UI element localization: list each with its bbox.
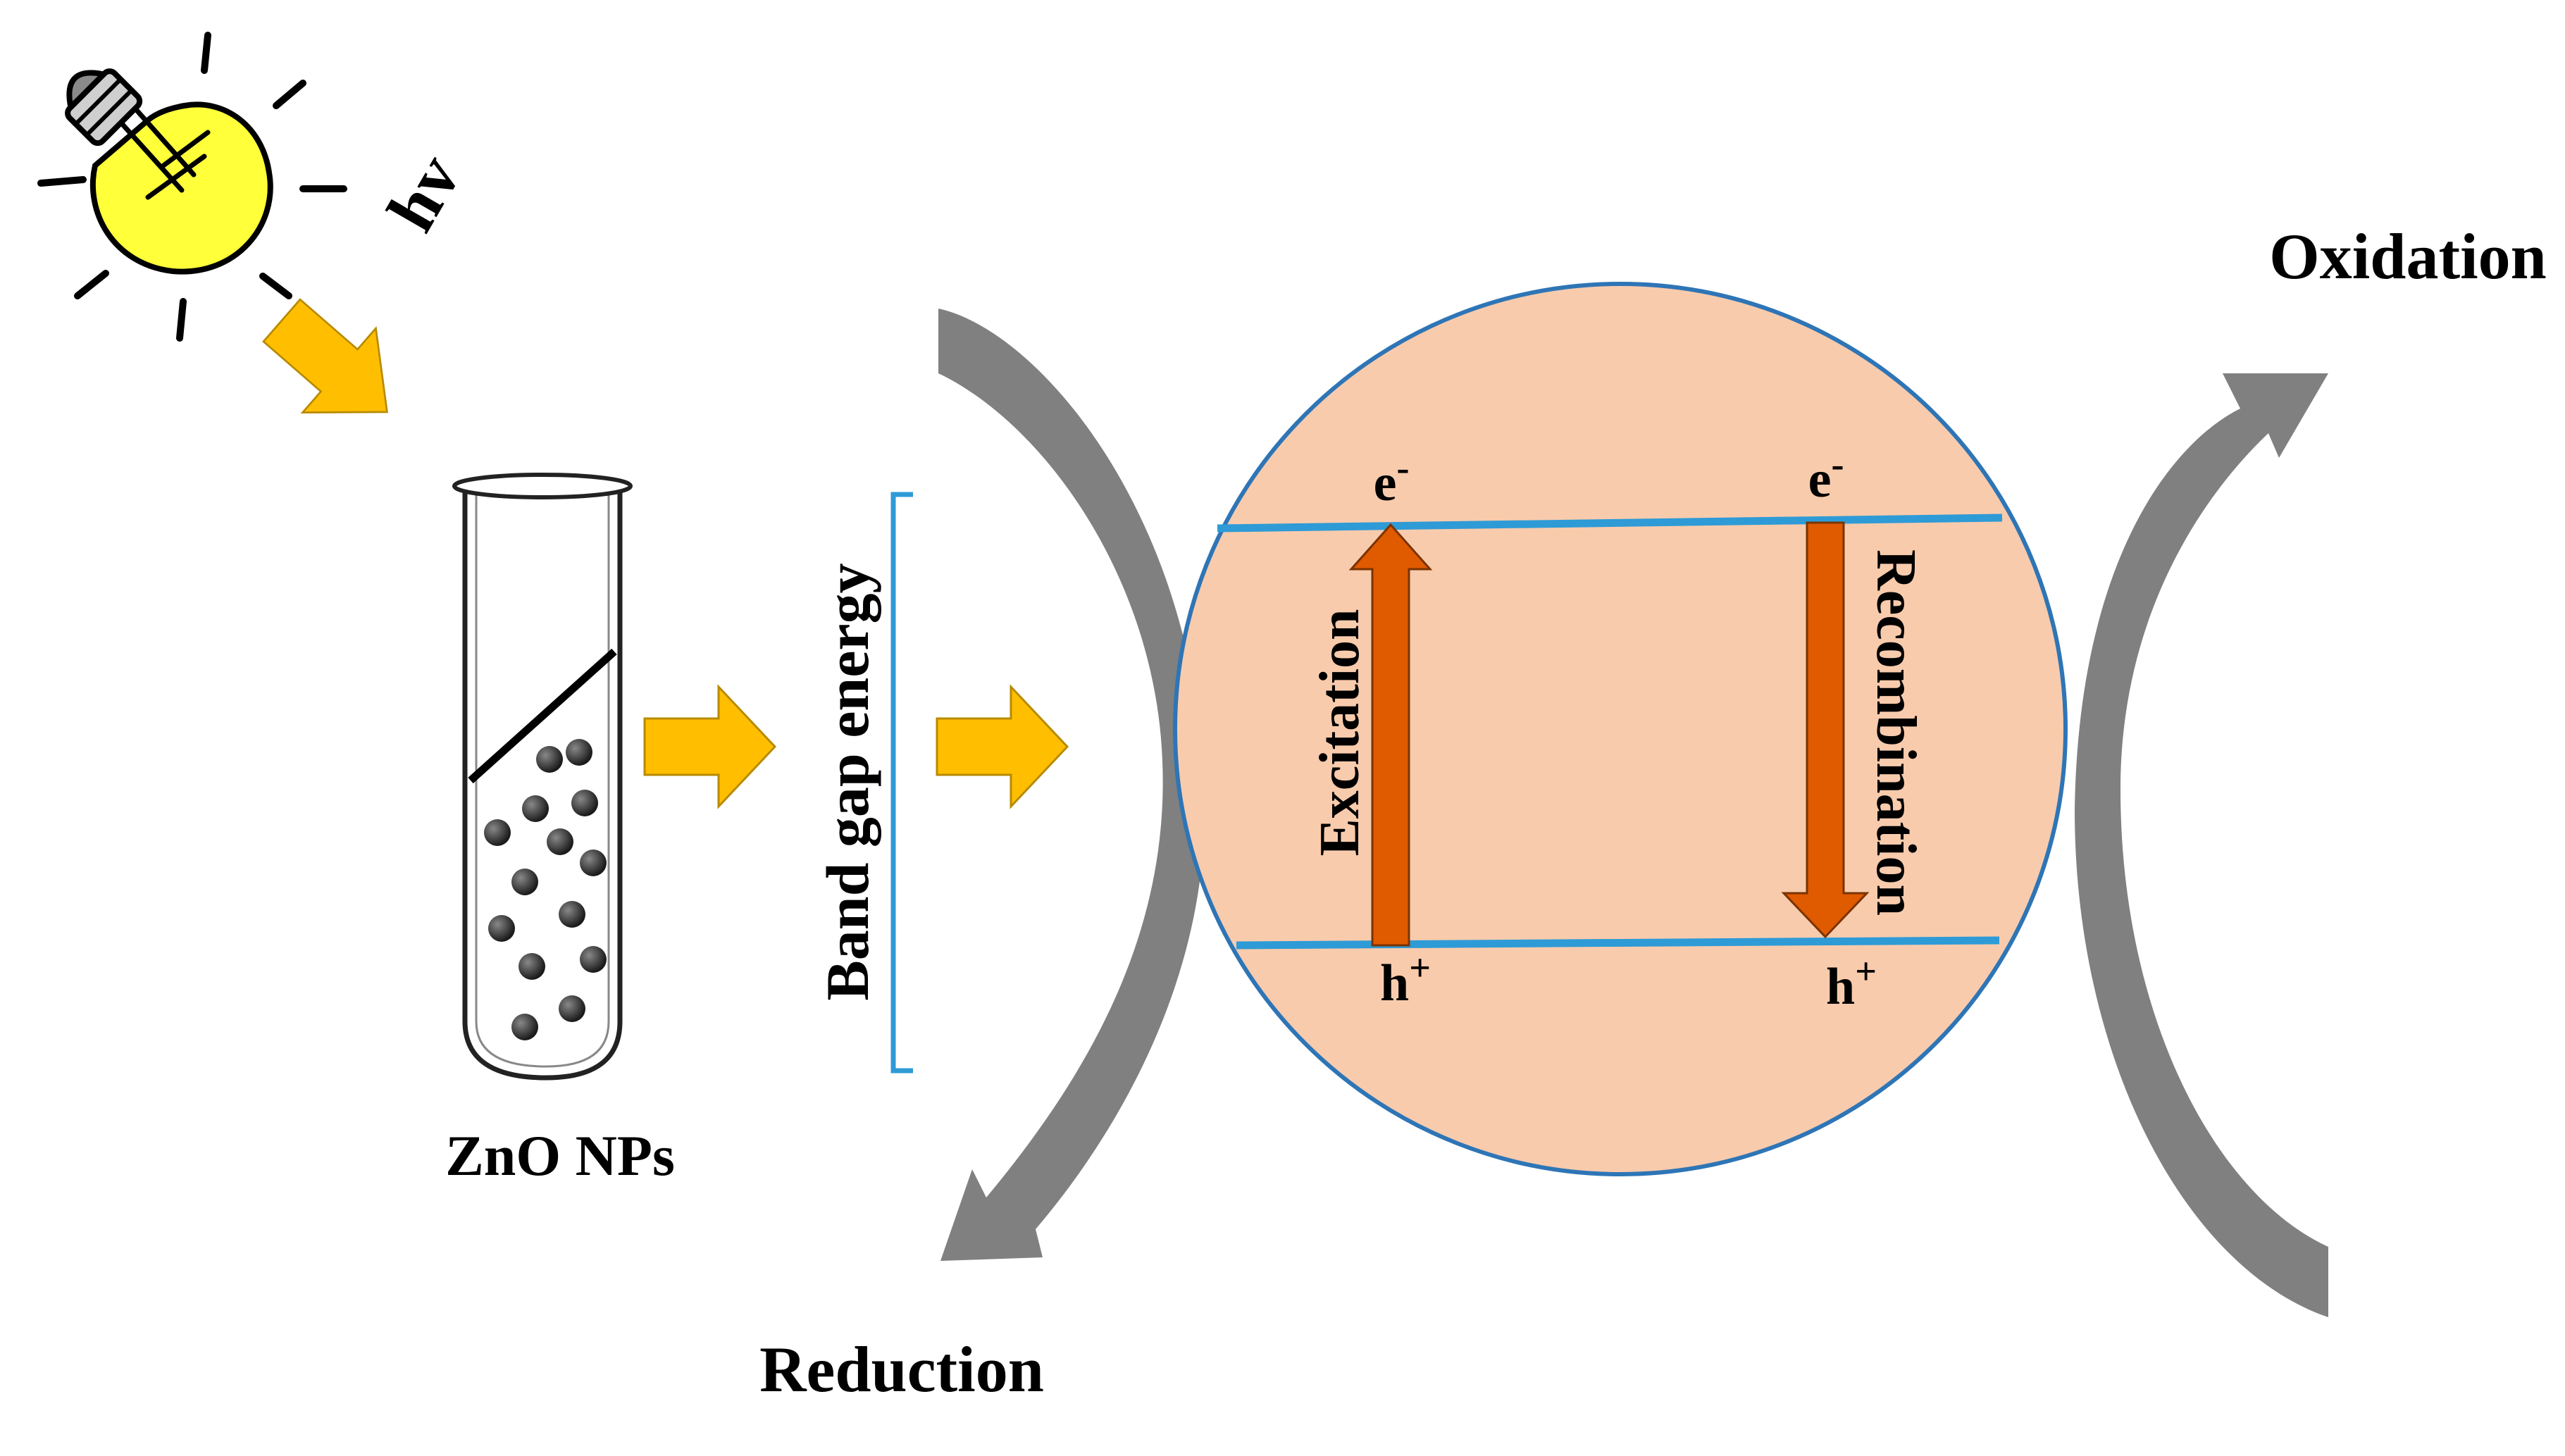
electron-label-right: e- <box>1808 443 1844 509</box>
tube-to-bandgap-arrow <box>643 684 777 809</box>
conduction-band-line <box>1217 514 2003 533</box>
electron-label-left: e- <box>1374 447 1410 512</box>
tube-body <box>462 486 623 1081</box>
excitation-label: Excitation <box>1309 609 1371 856</box>
zno-particle <box>1173 282 2068 1176</box>
hole-charge: + <box>1855 950 1877 993</box>
reduction-arrow <box>938 309 1205 1261</box>
electron-symbol: e <box>1808 451 1832 509</box>
test-tube-icon <box>452 473 633 1081</box>
sample-label: ZnO NPs <box>445 1124 675 1188</box>
hole-symbol: h <box>1380 954 1409 1012</box>
oxidation-label: Oxidation <box>2269 220 2547 292</box>
hole-charge: + <box>1409 947 1431 989</box>
hole-label-left: h+ <box>1380 947 1431 1012</box>
oxidation-arrow <box>2075 373 2328 1317</box>
electron-charge: - <box>1396 447 1409 489</box>
svg-text:h+: h+ <box>1380 947 1431 1012</box>
recombination-arrow <box>1781 521 1870 939</box>
liquid-surface <box>468 648 617 784</box>
recombination-label: Recombination <box>1865 549 1927 916</box>
band-gap-label: Band gap energy <box>814 563 881 1000</box>
electron-charge: - <box>1831 443 1844 485</box>
valence-band-line <box>1236 936 2000 950</box>
svg-text:e-: e- <box>1374 447 1410 512</box>
hole-symbol: h <box>1826 958 1855 1016</box>
photon-label: hv <box>373 142 476 244</box>
light-rays <box>37 32 347 342</box>
bulb-base <box>65 68 143 147</box>
bandgap-to-particle-arrow <box>936 684 1069 809</box>
excitation-arrow <box>1348 523 1433 947</box>
light-arrow <box>262 298 388 413</box>
tube-rim <box>452 473 633 499</box>
svg-text:h+: h+ <box>1826 950 1877 1016</box>
light-bulb-icon <box>37 32 347 342</box>
nanoparticles <box>484 739 607 1040</box>
hole-label-right: h+ <box>1826 950 1877 1016</box>
reduction-label: Reduction <box>759 1333 1044 1405</box>
svg-text:e-: e- <box>1808 443 1844 509</box>
electron-symbol: e <box>1374 454 1397 512</box>
band-gap-bracket <box>890 492 913 1074</box>
